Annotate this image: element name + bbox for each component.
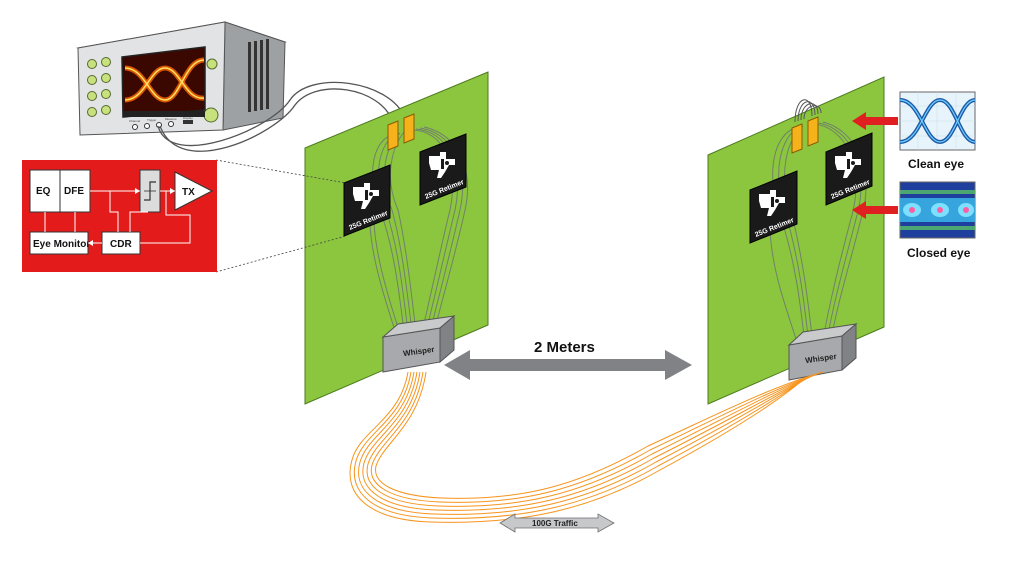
- scope-menu-labels: Channel Trigger Measure Display: [129, 116, 193, 123]
- closed-eye-label: Closed eye: [907, 246, 971, 260]
- double-arrow-icon: [499, 513, 615, 533]
- eq-label: EQ: [36, 186, 51, 197]
- clean-eye-panel: Clean eye: [899, 91, 976, 171]
- right-whisper-connector: Whisper: [787, 322, 858, 381]
- clean-eye-label: Clean eye: [908, 157, 964, 171]
- red-arrow-icon: [852, 201, 898, 219]
- loopback-wires: [794, 99, 822, 123]
- distance-label: 2 Meters: [534, 339, 595, 356]
- whisper-label: Whisper: [805, 352, 838, 365]
- vent-slots: [248, 39, 269, 112]
- dfe-label: DFE: [64, 186, 84, 197]
- traffic-arrow: 100G Traffic: [499, 513, 615, 533]
- right-probe-pads: [791, 116, 819, 154]
- left-board: 25G Retimer 25G Retimer Whisper: [304, 71, 489, 405]
- probe-cables: [157, 81, 406, 152]
- traffic-label: 100G Traffic: [532, 519, 578, 528]
- eye-monitor-label: Eye Monitor: [33, 239, 90, 250]
- oscilloscope: Channel Trigger Measure Display: [76, 21, 287, 136]
- whisper-label: Whisper: [403, 345, 436, 358]
- scope-label-0: Channel: [129, 119, 141, 123]
- scope-label-3: Display: [183, 116, 193, 120]
- cdr-label: CDR: [110, 239, 132, 250]
- red-arrows: [852, 112, 898, 219]
- scope-screen: [121, 46, 206, 118]
- scope-knobs: [87, 57, 219, 123]
- red-arrow-icon: [852, 112, 898, 130]
- block-arrowheads: [88, 188, 175, 246]
- tx-label: TX: [182, 187, 195, 198]
- closed-eye-panel: Closed eye: [899, 181, 976, 260]
- distance-arrow: 2 Meters: [444, 339, 692, 380]
- zoom-lines: [215, 159, 347, 273]
- cable-bundle: [349, 371, 824, 523]
- retimer-block-diagram: EQ DFE TX Eye Monitor CDR: [22, 160, 217, 272]
- scope-label-1: Trigger: [147, 118, 156, 122]
- left-probe-pads: [387, 113, 415, 151]
- scope-label-2: Measure: [165, 117, 177, 121]
- left-whisper-connector: Whisper: [381, 314, 456, 373]
- right-board: 25G Retimer 25G Retimer Whisper: [707, 76, 885, 405]
- double-arrow-icon: [444, 350, 692, 380]
